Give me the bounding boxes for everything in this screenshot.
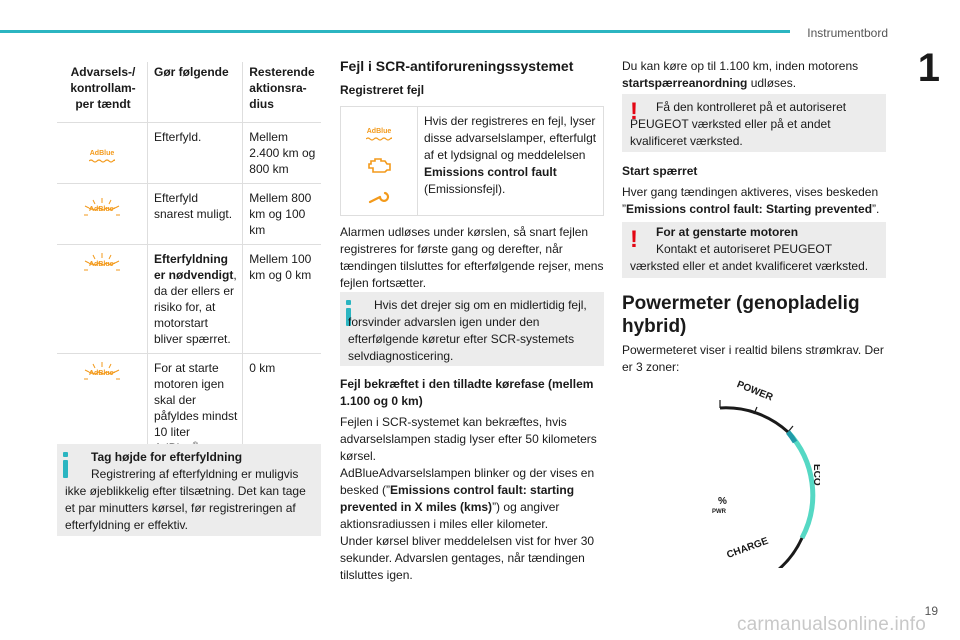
warning-icon: ! — [630, 98, 638, 125]
gauge-label-percent: % — [718, 496, 727, 507]
subheading-confirmed-fault: Fejl bekræftet i den tilladte kørefase (… — [340, 377, 594, 408]
chapter-number: 1 — [917, 46, 940, 90]
info-icon — [63, 452, 68, 478]
action-cell: Efterfyldning er nødvendigt, da der elle… — [146, 244, 244, 354]
confirmed-fault-paragraph: Fejlen i SCR-systemet kan bekræftes, hvi… — [340, 415, 597, 582]
powermeter-gauge: POWER ECO CHARGE % PWR — [712, 379, 820, 568]
table-row: AdBlue Hvis der registreres en fejl, lys… — [340, 106, 604, 216]
start-blocked-paragraph: Hver gang tændingen aktiveres, vises bes… — [622, 185, 880, 216]
lamp-cell: AdBlue — [57, 122, 148, 184]
column-header-lamp: Advarsels-/ kontrollam-per tændt — [57, 62, 148, 123]
adblue-blink-icon: AdBlue — [82, 362, 122, 390]
lamp-cell: AdBlue — [340, 106, 418, 216]
chapter-title: Instrumentbord — [807, 26, 888, 40]
table-header-row: Advarsels-/ kontrollam-per tændt Gør føl… — [57, 62, 321, 123]
warning-text: Kontakt et autoriseret PEUGEOT værksted … — [630, 242, 869, 273]
engine-fault-icon — [368, 158, 391, 173]
charge-zone-arc — [777, 537, 804, 568]
lamp-cell: AdBlue — [57, 183, 148, 245]
action-cell: Efterfyld. — [146, 122, 244, 184]
powermeter-paragraph: Powermeteret viser i realtid bilens strø… — [622, 343, 884, 374]
table-row: AdBlue Efterfyld. Mellem 2.400 km og 800… — [57, 122, 321, 184]
scr-lamps-table: AdBlue Hvis der registreres en fejl, lys… — [340, 106, 604, 216]
info-icon — [346, 300, 351, 326]
gauge-label-pwr: PWR — [712, 509, 727, 515]
subheading-start-blocked: Start spærret — [622, 164, 698, 178]
adblue-icon: AdBlue — [89, 150, 115, 163]
info-box-temporary-fault: Hvis det drejer sig om en midlertidig fe… — [340, 292, 604, 366]
adblue-blink-icon: AdBlue — [82, 253, 122, 281]
warning-icon: ! — [630, 226, 638, 253]
action-cell: Efterfyld snarest muligt. — [146, 183, 244, 245]
lamp-cell: AdBlue — [57, 244, 148, 354]
adblue-icon: AdBlue — [366, 128, 392, 141]
gauge-label-eco: ECO — [811, 464, 820, 486]
info-text: Hvis det drejer sig om en midlertidig fe… — [348, 298, 587, 363]
range-cell: Mellem 2.400 km og 800 km — [242, 122, 321, 184]
page-number: 19 — [924, 604, 938, 618]
column-header-action: Gør følgende — [146, 62, 244, 123]
warning-box-restart: ! For at genstarte motoren Kontakt et au… — [622, 222, 886, 278]
watermark: carmanualsonline.info — [736, 614, 926, 635]
range-paragraph: Du kan køre op til 1.100 km, inden motor… — [622, 59, 859, 90]
header-accent-bar — [0, 30, 790, 33]
section-title-scr: Fejl i SCR-antiforureningssystemet — [340, 58, 574, 74]
subheading-registered-fault: Registreret fejl — [340, 83, 425, 97]
alarm-paragraph: Alarmen udløses under kørslen, så snart … — [340, 225, 604, 290]
eco-zone-arc — [786, 430, 816, 540]
table-row: AdBlue Efterfyldning er nødvendigt, da d… — [57, 244, 321, 354]
adblue-range-table: Advarsels-/ kontrollam-per tændt Gør føl… — [57, 62, 321, 463]
range-cell: Mellem 100 km og 0 km — [242, 244, 321, 354]
description-cell: Hvis der registreres en fejl, lyser diss… — [417, 106, 604, 216]
table-row: AdBlue Efterfyld snarest muligt. Mellem … — [57, 183, 321, 245]
range-cell: Mellem 800 km og 100 km — [242, 183, 321, 245]
info-box-refill: Tag højde for efterfyldning Registrering… — [57, 444, 321, 536]
wrench-icon — [368, 191, 390, 204]
gauge-label-charge: CHARGE — [725, 536, 770, 561]
info-text: Registrering af efterfyldning er muligvi… — [65, 467, 306, 532]
warning-text: Få den kontrolleret på et autoriseret PE… — [630, 100, 847, 148]
power-zone-arc — [719, 406, 790, 434]
column-header-range: Resterende aktionsra-dius — [242, 62, 321, 123]
warning-title: For at genstarte motoren — [656, 225, 799, 239]
section-title-powermeter: Powermeter (genopladelig hybrid) — [622, 293, 860, 337]
warning-box-check: ! Få den kontrolleret på et autoriseret … — [622, 94, 886, 152]
gauge-label-power: POWER — [735, 379, 775, 404]
info-title: Tag højde for efterfyldning — [91, 450, 243, 464]
adblue-blink-icon: AdBlue — [82, 198, 122, 226]
